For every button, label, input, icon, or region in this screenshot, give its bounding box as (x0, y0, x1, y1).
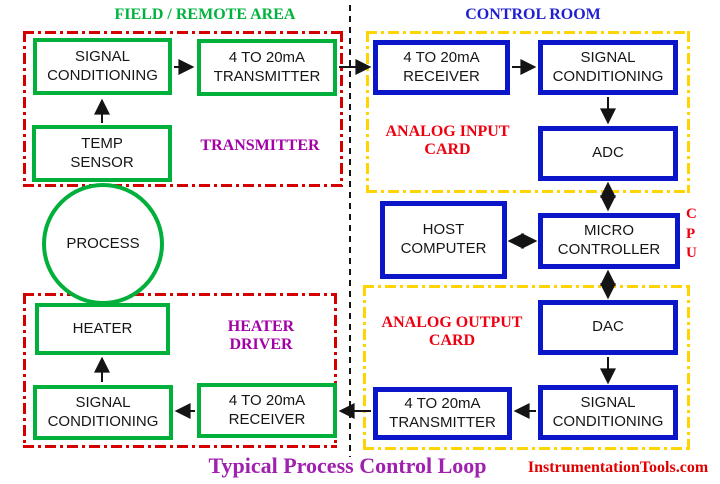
block-field-signal-conditioning-out: SIGNAL CONDITIONING (33, 385, 173, 440)
block-process: PROCESS (42, 183, 164, 305)
block-temp-sensor: TEMP SENSOR (32, 125, 172, 182)
block-field-signal-conditioning: SIGNAL CONDITIONING (33, 38, 172, 95)
analog-output-card-label: ANALOG OUTPUT CARD (381, 314, 523, 349)
block-micro-controller: MICRO CONTROLLER (538, 213, 680, 269)
field-control-separator-line (349, 5, 351, 457)
heater-driver-label: HEATER DRIVER (227, 318, 295, 353)
watermark-text: InstrumentationTools.com (527, 459, 709, 476)
block-cr-4-20ma-transmitter: 4 TO 20mA TRANSMITTER (373, 387, 512, 440)
block-field-4-20ma-receiver: 4 TO 20mA RECEIVER (197, 383, 337, 438)
block-heater: HEATER (35, 303, 170, 355)
diagram-title: Typical Process Control Loop (208, 453, 487, 478)
cpu-label: C P U (686, 206, 697, 261)
block-host-computer: HOST COMPUTER (380, 201, 507, 279)
analog-input-card-label: ANALOG INPUT CARD (385, 123, 510, 158)
block-cr-signal-conditioning-in: SIGNAL CONDITIONING (538, 40, 678, 95)
block-cr-signal-conditioning-out: SIGNAL CONDITIONING (538, 385, 678, 440)
transmitter-label: TRANSMITTER (200, 137, 320, 154)
field-area-header: FIELD / REMOTE AREA (114, 6, 296, 23)
control-room-header: CONTROL ROOM (465, 6, 601, 23)
block-adc: ADC (538, 126, 678, 181)
block-cr-4-20ma-receiver: 4 TO 20mA RECEIVER (373, 40, 510, 95)
block-dac: DAC (538, 300, 678, 355)
block-field-4-20ma-transmitter: 4 TO 20mA TRANSMITTER (197, 39, 337, 96)
